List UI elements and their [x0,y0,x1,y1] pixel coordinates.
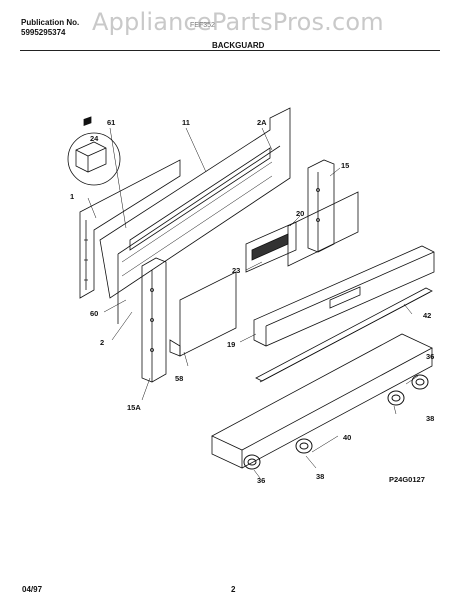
callout-1: 1 [70,192,75,201]
switch-inset [67,116,121,186]
callout-40: 40 [343,433,352,442]
callout-38-left: 38 [316,472,325,481]
clock-module [245,221,297,273]
callout-15: 15 [341,161,350,170]
control-panel [253,245,435,347]
callout-61: 61 [107,118,116,127]
section-title: BACKGUARD [212,41,265,50]
callout-20: 20 [296,209,305,218]
callout-42: 42 [423,311,432,320]
callout-36-left: 36 [257,476,266,485]
inner-panel [169,271,237,357]
callout-23: 23 [232,266,241,275]
callout-2: 2 [100,338,105,347]
figure-id: P24G0127 [389,475,425,484]
right-end-cap [307,159,335,253]
callout-36-right: 36 [426,352,435,361]
knob-panel [211,333,433,469]
knobs [243,374,429,470]
footer-date: 04/97 [22,585,43,594]
callout-60: 60 [90,309,99,318]
callout-2a: 2A [257,118,267,127]
callout-15a: 15A [127,403,141,412]
publication-number: 5995295374 [21,28,66,37]
watermark-text: AppliancePartsPros.com [92,8,384,36]
rear-cover [79,159,181,299]
model-number: FEF352 [190,22,215,29]
footer-page: 2 [231,585,236,594]
callout-11: 11 [182,118,190,127]
callout-24: 24 [90,134,99,143]
trim-strip [255,287,433,383]
publication-block: Publication No. 5995295374 [21,18,79,38]
leader-lines [87,127,419,479]
publication-label: Publication No. [21,18,80,27]
callout-19: 19 [227,340,236,349]
callout-58: 58 [175,374,184,383]
left-end-cap [141,257,167,383]
right-panel-section [287,191,359,267]
backguard-panel [99,107,291,324]
header-rule [20,50,440,51]
callout-38-right: 38 [426,414,435,423]
